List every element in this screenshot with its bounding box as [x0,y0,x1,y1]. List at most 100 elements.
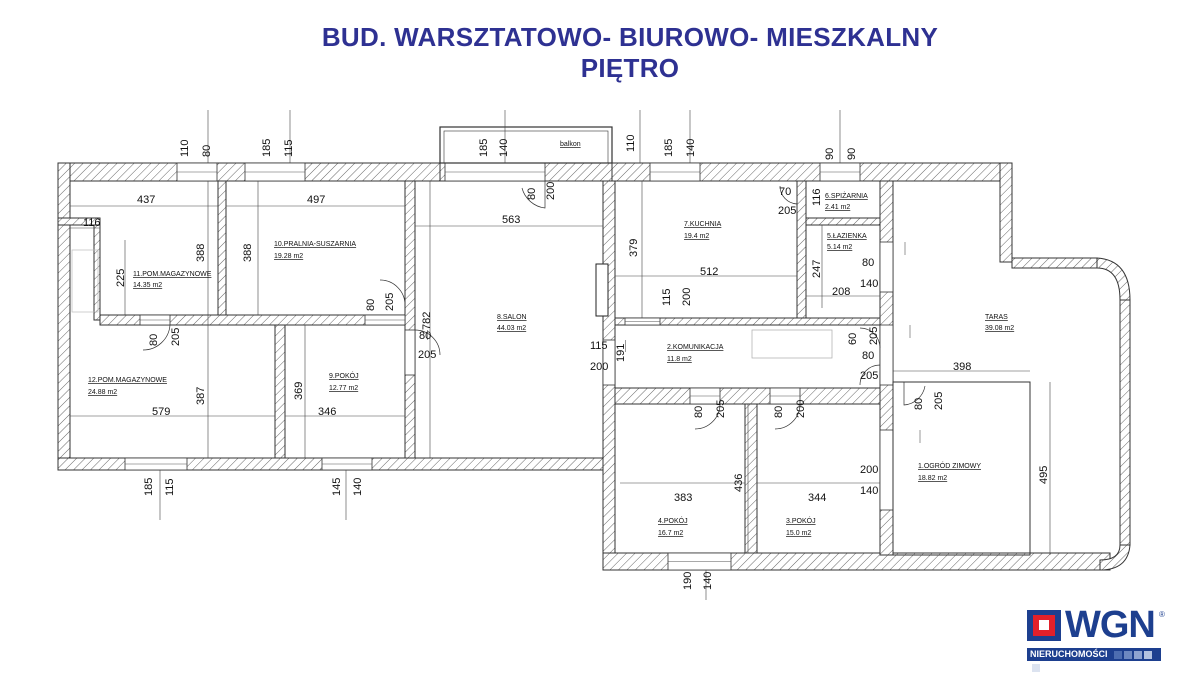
dimension-label: 205 [418,349,436,361]
logo-tagline-bar: NIERUCHOMOŚCI [1027,648,1161,672]
dimension-label: 205 [778,205,796,217]
dimension-label: 140 [352,478,364,496]
dimension-label: 185 [261,139,273,157]
door-swing [694,403,721,430]
room-area: 18.82 m2 [918,475,947,482]
wall [1096,257,1131,301]
wall [1011,257,1098,269]
room-name: TARAS [985,314,1008,321]
dimension-label: 495 [1038,466,1050,484]
dimension-label: 116 [83,217,101,229]
room-name: 11.POM.MAGAZYNOWE [133,271,212,278]
room-area: 2.41 m2 [825,204,850,211]
room-area: 19.28 m2 [274,253,303,260]
dimension-label: 90 [846,148,858,160]
room-name: 5.ŁAZIENKA [827,233,867,240]
door-swing [774,403,801,430]
dimension-label: 90 [824,148,836,160]
dimension-label: 191 [615,344,627,362]
wall [57,217,101,226]
dimension-label: 200 [681,288,693,306]
dimension-label: 115 [661,288,673,306]
dimension-label: 116 [811,188,823,206]
dimension-label: 200 [795,400,807,418]
dimension-label: 344 [808,492,826,504]
wall [404,180,416,459]
door-swing [142,324,171,351]
fireplace-icon [595,263,609,317]
logo-brand: WGN [1065,604,1156,646]
dimension-label: 70 [779,186,791,198]
wgn-logo: WGN ® NIERUCHOMOŚCI [1027,604,1167,672]
dimension-label: 208 [832,286,850,298]
winter-garden-outline [892,381,1031,556]
wall [614,387,881,405]
dimension-label: 140 [498,139,510,157]
dimension-label: 388 [195,244,207,262]
dimension-label: 80 [201,145,213,157]
dimension-label: 436 [733,474,745,492]
door-swing [414,329,441,356]
room-name: 7.KUCHNIA [684,221,722,228]
window-opening [879,324,894,386]
room-area: 44.03 m2 [497,325,526,332]
dimension-label: 205 [860,370,878,382]
dimension-label: 398 [953,361,971,373]
dimension-label: 512 [700,266,718,278]
registered-mark: ® [1159,610,1165,619]
dimension-label: 185 [143,478,155,496]
room-name: 10.PRALNIA-SUSZARNIA [274,241,356,248]
door-swing [859,364,881,386]
wall [217,180,227,322]
dimension-label: 80 [526,188,538,200]
room-area: 11.8 m2 [667,356,692,363]
dimension-label: 387 [195,387,207,405]
room-name: 1.OGRÓD ZIMOWY [918,461,981,470]
room-name: 12.POM.MAGAZYNOWE [88,377,167,384]
window-opening [879,241,894,293]
room-area: 12.77 m2 [329,385,358,392]
wall [614,317,881,326]
dimension-label: 80 [862,257,874,269]
room-name: 6.SPIŻARNIA [825,191,868,200]
dimension-label: 497 [307,194,325,206]
room-area: 15.0 m2 [786,530,811,537]
room-area: 16.7 m2 [658,530,683,537]
wall [796,180,807,319]
dimension-label: 115 [590,340,608,352]
dimension-label: 145 [331,478,343,496]
dimension-label: 110 [625,134,637,152]
wall [93,224,101,321]
stairs-icon [751,329,833,359]
plan-subtitle: PIĘTRO [580,53,680,83]
wall [57,162,71,471]
dimension-label: 369 [293,382,305,400]
balcony [439,126,613,164]
dimension-label: 140 [685,139,697,157]
room-labels: 1.OGRÓD ZIMOWY 18.82 m2 2.KOMUNIKACJA 11… [88,191,1014,537]
logo-mark-icon [1027,610,1061,641]
balcony-label: balkon [560,141,581,148]
dimension-label: 346 [318,406,336,418]
door-swing [859,327,881,349]
dimension-label: 80 [419,330,431,342]
door-swing [779,185,798,205]
dimension-label: 205 [933,392,945,410]
wall [744,403,758,554]
dimension-lines [70,110,1051,600]
room-area: 19.4 m2 [684,233,709,240]
dimension-label: 80 [365,299,377,311]
dimension-label: 80 [148,334,160,346]
dimension-label: 225 [115,269,127,287]
room-name: 9.POKÓJ [329,371,359,380]
dimension-label: 200 [590,361,608,373]
dimension-label: 80 [862,350,874,362]
dimension-label: 247 [811,260,823,278]
dimension-label: 80 [913,398,925,410]
dimension-label: 60 [847,333,859,345]
room-name: 2.KOMUNIKACJA [667,344,724,351]
dimension-label: 205 [384,293,396,311]
dimension-label: 115 [283,139,295,157]
dimension-label: 205 [868,327,880,345]
